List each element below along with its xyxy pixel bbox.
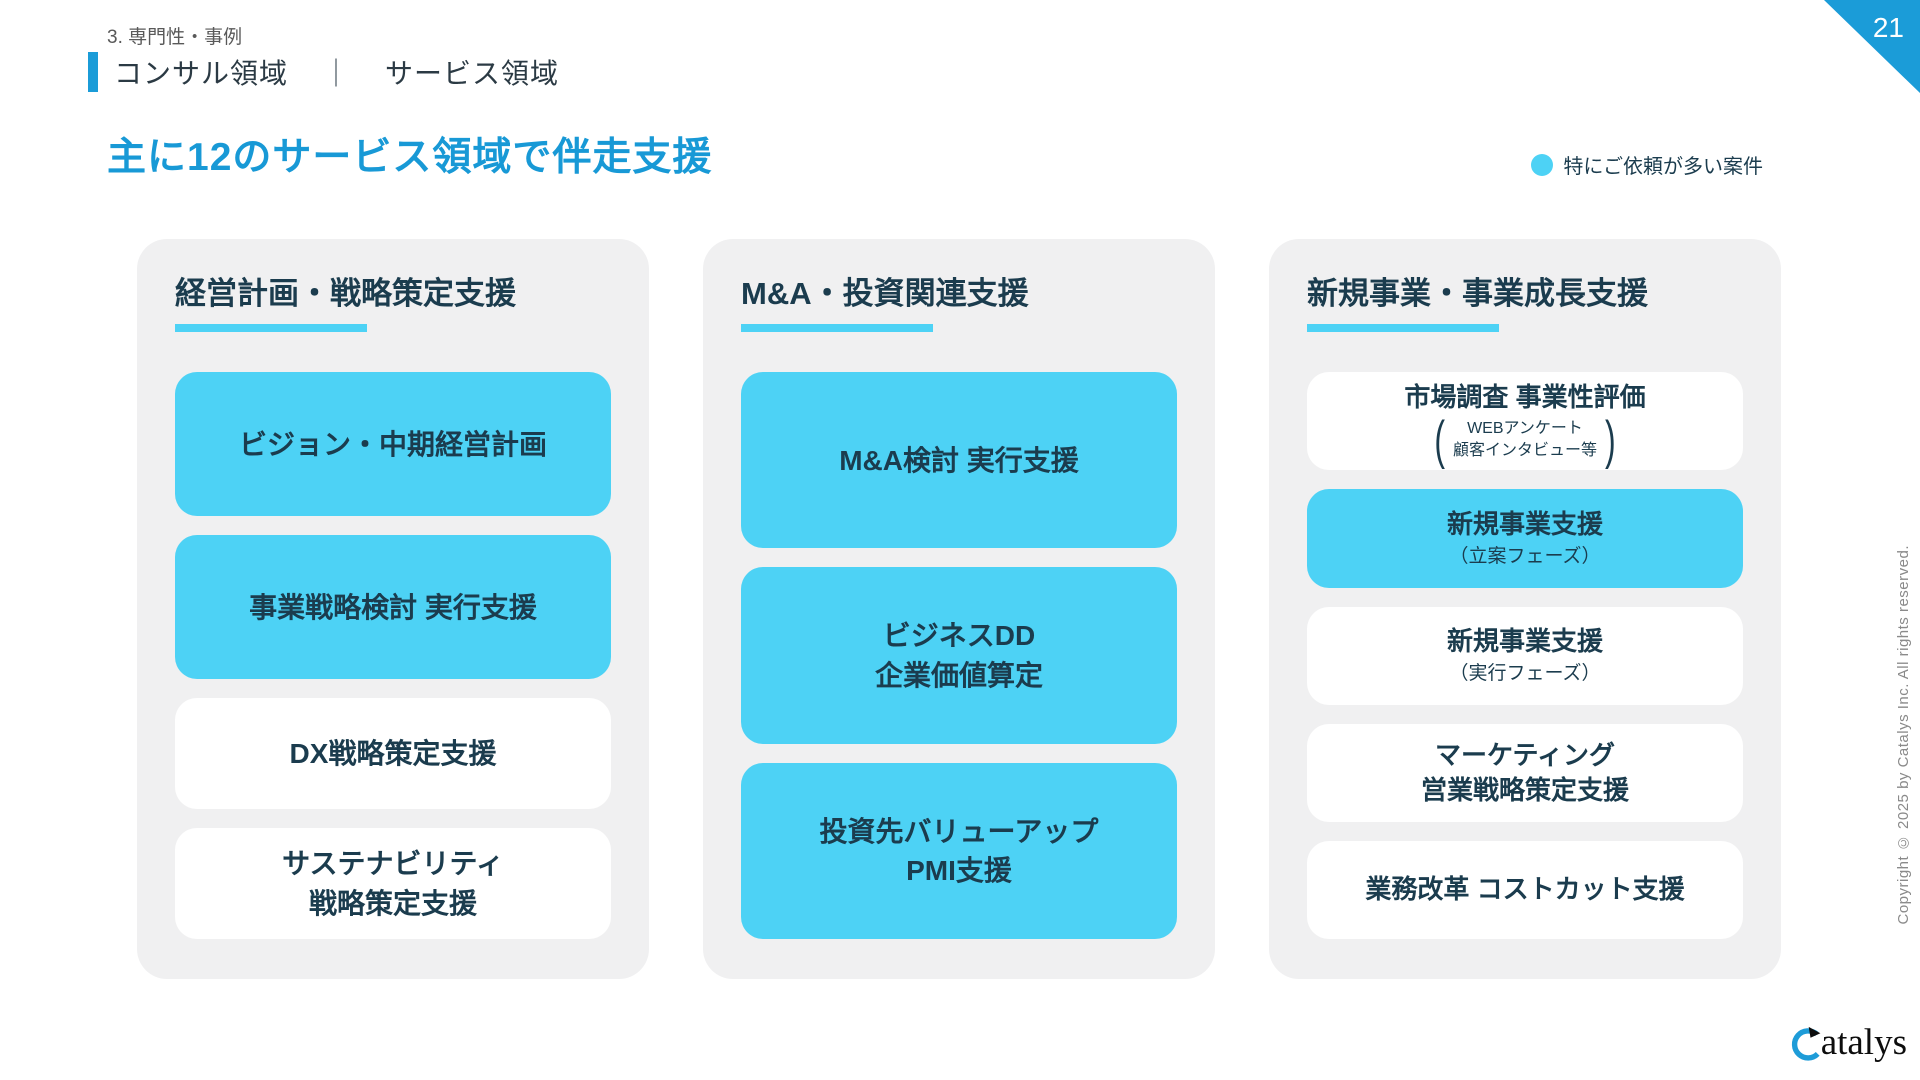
page-title: 主に12のサービス領域で伴走支援 bbox=[107, 136, 713, 179]
bracket-paren-right: ) bbox=[1605, 410, 1616, 471]
service-item: 市場調査 事業性評価(WEBアンケート顧客インタビュー等) bbox=[1307, 372, 1743, 471]
card-title-underline bbox=[741, 324, 933, 333]
service-item-sublabel: （立案フェーズ） bbox=[1449, 546, 1601, 568]
service-item: M&A検討 実行支援 bbox=[741, 372, 1177, 549]
card-title-underline bbox=[175, 324, 367, 333]
header-right-label: サービス領域 bbox=[385, 58, 560, 89]
service-item-label: ビジネスDD bbox=[882, 620, 1036, 652]
service-item-label: 営業戦略策定支援 bbox=[1420, 774, 1629, 805]
service-item: 新規事業支援 （実行フェーズ） bbox=[1307, 606, 1743, 705]
service-item: 新規事業支援 （立案フェーズ） bbox=[1307, 489, 1743, 588]
service-item: サステナビリティ戦略策定支援 bbox=[175, 828, 611, 939]
card-title: 経営計画・戦略策定支援 bbox=[175, 276, 516, 311]
service-item: 業務改革 コストカット支援 bbox=[1307, 840, 1743, 939]
copyright-text: Copyright © 2025 by Catalys Inc. All rig… bbox=[1895, 545, 1912, 925]
service-item-label: 戦略策定支援 bbox=[308, 887, 477, 919]
service-category-card: 経営計画・戦略策定支援ビジョン・中期経営計画事業戦略検討 実行支援 DX戦略策定支… bbox=[137, 239, 649, 979]
legend: 特にご依頼が多い案件 bbox=[1531, 150, 1763, 179]
service-item-label: PMI支援 bbox=[906, 854, 1012, 886]
legend-label: 特にご依頼が多い案件 bbox=[1563, 156, 1763, 178]
service-item-label: M&A検討 実行支援 bbox=[839, 444, 1079, 476]
slide-header: コンサル領域 ｜ サービス領域 bbox=[88, 52, 559, 92]
header-separator: ｜ bbox=[322, 58, 352, 89]
service-item-label: サステナビリティ bbox=[282, 848, 504, 880]
card-title: M&A・投資関連支援 bbox=[741, 276, 1029, 311]
service-item-label: 企業価値算定 bbox=[874, 659, 1043, 691]
header-accent-bar bbox=[88, 52, 98, 92]
service-columns: 経営計画・戦略策定支援ビジョン・中期経営計画事業戦略検討 実行支援 DX戦略策定支… bbox=[137, 239, 1781, 979]
service-item-label: マーケティング bbox=[1435, 739, 1615, 770]
bracket-note: (WEBアンケート顧客インタビュー等) bbox=[1434, 414, 1615, 467]
service-item-list: 市場調査 事業性評価(WEBアンケート顧客インタビュー等) 新規事業支援 （立案フェ… bbox=[1307, 372, 1743, 939]
service-category-card: 新規事業・事業成長支援市場調査 事業性評価(WEBアンケート顧客インタビュー等)… bbox=[1269, 239, 1781, 979]
service-item-label: 新規事業支援 bbox=[1446, 509, 1603, 540]
legend-dot-icon bbox=[1531, 153, 1554, 176]
service-item-label: 市場調査 事業性評価 bbox=[1404, 381, 1646, 412]
service-item-label: DX戦略策定支援 bbox=[289, 738, 497, 770]
card-title: 新規事業・事業成長支援 bbox=[1307, 276, 1648, 311]
card-title-underline bbox=[1307, 324, 1499, 333]
logo-text: atalys bbox=[1820, 1022, 1907, 1063]
service-item-label: 新規事業支援 bbox=[1446, 626, 1603, 657]
page-number: 21 bbox=[1872, 12, 1904, 43]
service-item: 事業戦略検討 実行支援 bbox=[175, 535, 611, 680]
service-item: 投資先バリューアップ PMI支援 bbox=[741, 762, 1177, 939]
service-item: ビジネスDD 企業価値算定 bbox=[741, 567, 1177, 744]
catalys-c-swoosh-icon bbox=[1791, 1026, 1821, 1061]
service-item-list: M&A検討 実行支援ビジネスDD 企業価値算定投資先バリューアップ PMI支援 bbox=[741, 372, 1177, 939]
service-item-label: 事業戦略検討 実行支援 bbox=[249, 591, 537, 623]
service-item: ビジョン・中期経営計画 bbox=[175, 372, 611, 517]
service-category-card: M&A・投資関連支援 M&A検討 実行支援ビジネスDD 企業価値算定投資先バリューア… bbox=[703, 239, 1215, 979]
header-left-label: コンサル領域 bbox=[114, 58, 289, 89]
service-item-sublabel: （実行フェーズ） bbox=[1449, 663, 1601, 685]
service-item-label: ビジョン・中期経営計画 bbox=[238, 428, 547, 460]
bracket-paren-left: ( bbox=[1434, 410, 1445, 471]
bracket-note-text: WEBアンケート顧客インタビュー等 bbox=[1452, 419, 1597, 460]
service-item-label: 投資先バリューアップ bbox=[819, 815, 1099, 847]
catalys-logo: atalys bbox=[1788, 1021, 1907, 1064]
service-item-label: 業務改革 コストカット支援 bbox=[1365, 874, 1685, 905]
section-label: 3. 専門性・事例 bbox=[107, 27, 243, 48]
service-item: DX戦略策定支援 bbox=[175, 698, 611, 810]
service-item: マーケティング営業戦略策定支援 bbox=[1307, 723, 1743, 822]
